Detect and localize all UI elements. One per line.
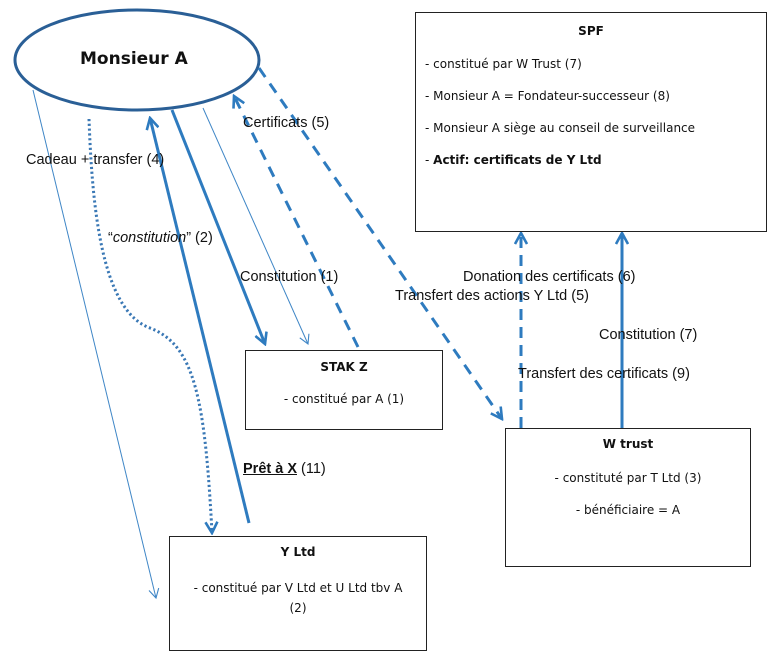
- w-trust-line-beneficiaire: - bénéficiaire = A: [575, 503, 681, 517]
- spf-actif-prefix: -: [425, 153, 434, 167]
- edge-constitution-2-dotted-arrow: [87, 118, 212, 533]
- w-trust-line-constitue: - constituté par T Ltd (3): [554, 471, 702, 485]
- spf-line-conseil: - Monsieur A siège au conseil de surveil…: [425, 121, 696, 135]
- w-trust-title: W trust: [602, 437, 654, 451]
- label-pret-x-11: Prêt à X (11): [243, 461, 326, 477]
- w-trust-box[interactable]: W trust - constituté par T Ltd (3) - bén…: [505, 428, 751, 567]
- monsieur-a-ellipse[interactable]: [13, 8, 261, 112]
- stak-z-title: STAK Z: [320, 360, 368, 374]
- y-ltd-title: Y Ltd: [280, 545, 316, 559]
- stak-z-line-constitue: - constitué par A (1): [283, 392, 405, 406]
- spf-line-fondateur: - Monsieur A = Fondateur-successeur (8): [425, 89, 670, 103]
- edge-constitution-1-arrow: [170, 109, 265, 344]
- monsieur-a-label: Monsieur A: [80, 49, 188, 69]
- label-transfert-certificats-9: Transfert des certificats (9): [518, 366, 690, 382]
- label-constitution-1: Constitution (1): [240, 269, 339, 285]
- label-constitution-2-open-quote: “: [108, 230, 113, 246]
- spf-actif-text: Actif: certificats de Y Ltd: [433, 153, 602, 167]
- spf-line-constitue: - constitué par W Trust (7): [425, 57, 582, 71]
- label-pret-x-suffix: (11): [297, 461, 326, 477]
- label-constitution-7: Constitution (7): [599, 327, 698, 343]
- label-constitution-2-word: constitution: [112, 230, 187, 246]
- spf-title: SPF: [578, 24, 604, 38]
- edge-certificats-5-dashed-arrow: [234, 96, 360, 348]
- y-ltd-line-constitue: - constitué par V Ltd et U Ltd tbv A (2): [193, 581, 403, 615]
- stak-z-box[interactable]: STAK Z - constitué par A (1): [245, 350, 443, 430]
- label-pret-x-link: Prêt à X: [243, 461, 297, 477]
- edge-transfert-actions-dashed-arrow: [257, 67, 502, 419]
- label-constitution-2: “constitution” (2): [108, 230, 213, 246]
- label-cadeau-transfer: Cadeau + transfer (4): [26, 152, 165, 168]
- label-certificats-5: Certificats (5): [243, 115, 330, 131]
- spf-line-actif: - Actif: certificats de Y Ltd: [425, 153, 766, 167]
- edge-thin-to-stakz-arrow: [202, 107, 310, 346]
- label-donation-6: Donation des certificats (6): [463, 269, 636, 285]
- edge-pret-x-arrow: [150, 118, 251, 524]
- label-transfert-actions-5: Transfert des actions Y Ltd (5): [395, 288, 589, 304]
- y-ltd-box[interactable]: Y Ltd - constitué par V Ltd et U Ltd tbv…: [169, 536, 427, 651]
- spf-box[interactable]: SPF - constitué par W Trust (7) - Monsie…: [415, 12, 767, 232]
- label-constitution-2-suffix: ” (2): [186, 230, 213, 246]
